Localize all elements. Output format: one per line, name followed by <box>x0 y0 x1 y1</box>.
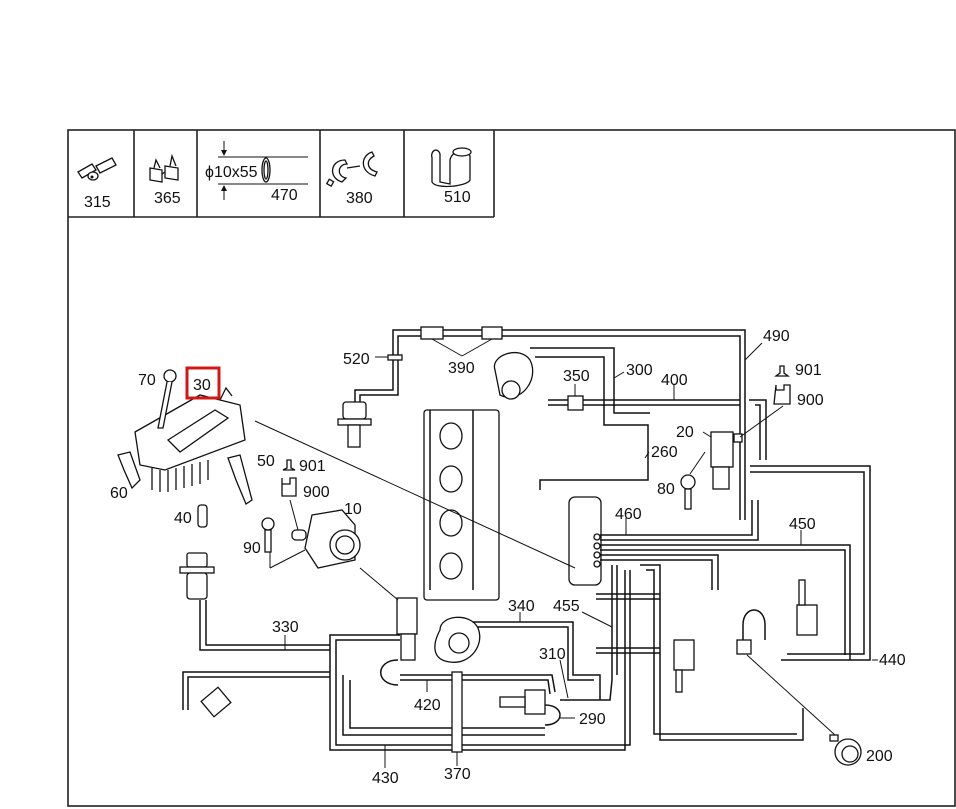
callout-30[interactable]: 30 <box>193 377 211 394</box>
callout-330[interactable]: 330 <box>272 619 299 636</box>
part-40-spacer[interactable] <box>197 504 208 528</box>
diagram-frame <box>67 129 956 807</box>
callout-900-left[interactable]: 900 <box>303 484 330 501</box>
callout-490[interactable]: 490 <box>763 328 790 345</box>
part-900-cap-left[interactable] <box>281 459 297 497</box>
switch-valve-lower[interactable] <box>396 597 418 661</box>
callout-10[interactable]: 10 <box>344 501 362 518</box>
check-valve-center[interactable] <box>736 609 766 655</box>
callout-300[interactable]: 300 <box>626 362 653 379</box>
part-60-bracket[interactable] <box>117 451 141 490</box>
legend-item-365[interactable]: 365 <box>149 153 181 207</box>
callout-420[interactable]: 420 <box>414 697 441 714</box>
callout-290[interactable]: 290 <box>579 711 606 728</box>
part-520-connector[interactable] <box>387 354 403 361</box>
part-10-vacuum-pump[interactable] <box>291 509 361 569</box>
part-340-pump[interactable] <box>434 616 481 663</box>
callout-70[interactable]: 70 <box>138 372 156 389</box>
callout-901-left[interactable]: 901 <box>299 458 326 475</box>
hose-holder-icon <box>431 147 472 188</box>
part-200-sensor[interactable] <box>829 734 862 766</box>
double-clip-icon <box>149 153 179 183</box>
vacuum-hoses <box>182 329 871 753</box>
callout-340[interactable]: 340 <box>508 598 535 615</box>
parts <box>117 326 862 766</box>
hose-clamp-icon <box>325 151 378 187</box>
legend-label-510: 510 <box>444 189 471 206</box>
part-80-bolt[interactable] <box>680 474 696 510</box>
legend-item-380[interactable]: 380 <box>325 151 378 207</box>
callout-901-right[interactable]: 901 <box>795 362 822 379</box>
callout-390[interactable]: 390 <box>448 360 475 377</box>
part-390-clip-b[interactable] <box>481 326 503 340</box>
part-70-bolt[interactable] <box>157 369 177 429</box>
part-310-valve[interactable] <box>499 689 561 726</box>
callout-400[interactable]: 400 <box>661 372 688 389</box>
legend-label-470: 470 <box>271 187 298 204</box>
legend-label-365: 365 <box>154 190 181 207</box>
engine-block <box>423 409 500 601</box>
highlight-box-30 <box>185 366 221 400</box>
hose-section-icon <box>218 141 308 200</box>
vacuum-unit-top[interactable] <box>493 351 534 400</box>
part-20-valve[interactable] <box>710 431 743 490</box>
callout-260[interactable]: 260 <box>651 444 678 461</box>
legend-row: 315 365 ϕ10 <box>68 130 495 218</box>
callout-520[interactable]: 520 <box>343 351 370 368</box>
leader-lines <box>254 338 878 768</box>
switch-valve-right-b[interactable] <box>796 579 818 636</box>
switch-valve-right-a[interactable] <box>673 639 695 693</box>
legend-item-510[interactable]: 510 <box>431 147 472 206</box>
part-50-bracket[interactable] <box>227 454 253 505</box>
part-30-module[interactable] <box>134 386 246 492</box>
callout-20[interactable]: 20 <box>676 424 694 441</box>
callout-450[interactable]: 450 <box>789 516 816 533</box>
legend-item-470[interactable]: ϕ10x55 470 <box>205 141 308 204</box>
part-390-clip-a[interactable] <box>420 326 444 340</box>
callout-455[interactable]: 455 <box>553 598 580 615</box>
callout-900-right[interactable]: 900 <box>797 392 824 409</box>
part-90-bolt[interactable] <box>261 517 275 553</box>
part-350-filter[interactable] <box>567 395 584 411</box>
callout-60[interactable]: 60 <box>110 485 128 502</box>
part-900-cap-right[interactable] <box>773 365 791 405</box>
callout-350[interactable]: 350 <box>563 368 590 385</box>
callout-200[interactable]: 200 <box>866 748 893 765</box>
vacuum-damper-lower-left[interactable] <box>179 552 215 600</box>
vacuum-reservoir <box>568 496 602 586</box>
callout-80[interactable]: 80 <box>657 481 675 498</box>
callout-40[interactable]: 40 <box>174 510 192 527</box>
vacuum-damper-diagonal[interactable] <box>200 686 232 718</box>
legend-dimension-470: ϕ10x55 <box>205 164 258 181</box>
legend-item-315[interactable]: 315 <box>77 157 117 211</box>
callout-440[interactable]: 440 <box>879 652 906 669</box>
callout-370[interactable]: 370 <box>444 766 471 783</box>
legend-label-315: 315 <box>84 194 111 211</box>
callout-labels: 30 70 60 50 901 900 40 10 90 520 390 350… <box>110 328 906 787</box>
callout-310[interactable]: 310 <box>539 646 566 663</box>
legend-label-380: 380 <box>346 190 373 207</box>
callout-430[interactable]: 430 <box>372 770 399 787</box>
callout-90[interactable]: 90 <box>243 540 261 557</box>
hose-connector-icon <box>77 157 117 181</box>
vacuum-damper-left[interactable] <box>337 401 372 448</box>
callout-50[interactable]: 50 <box>257 453 275 470</box>
callout-460[interactable]: 460 <box>615 506 642 523</box>
